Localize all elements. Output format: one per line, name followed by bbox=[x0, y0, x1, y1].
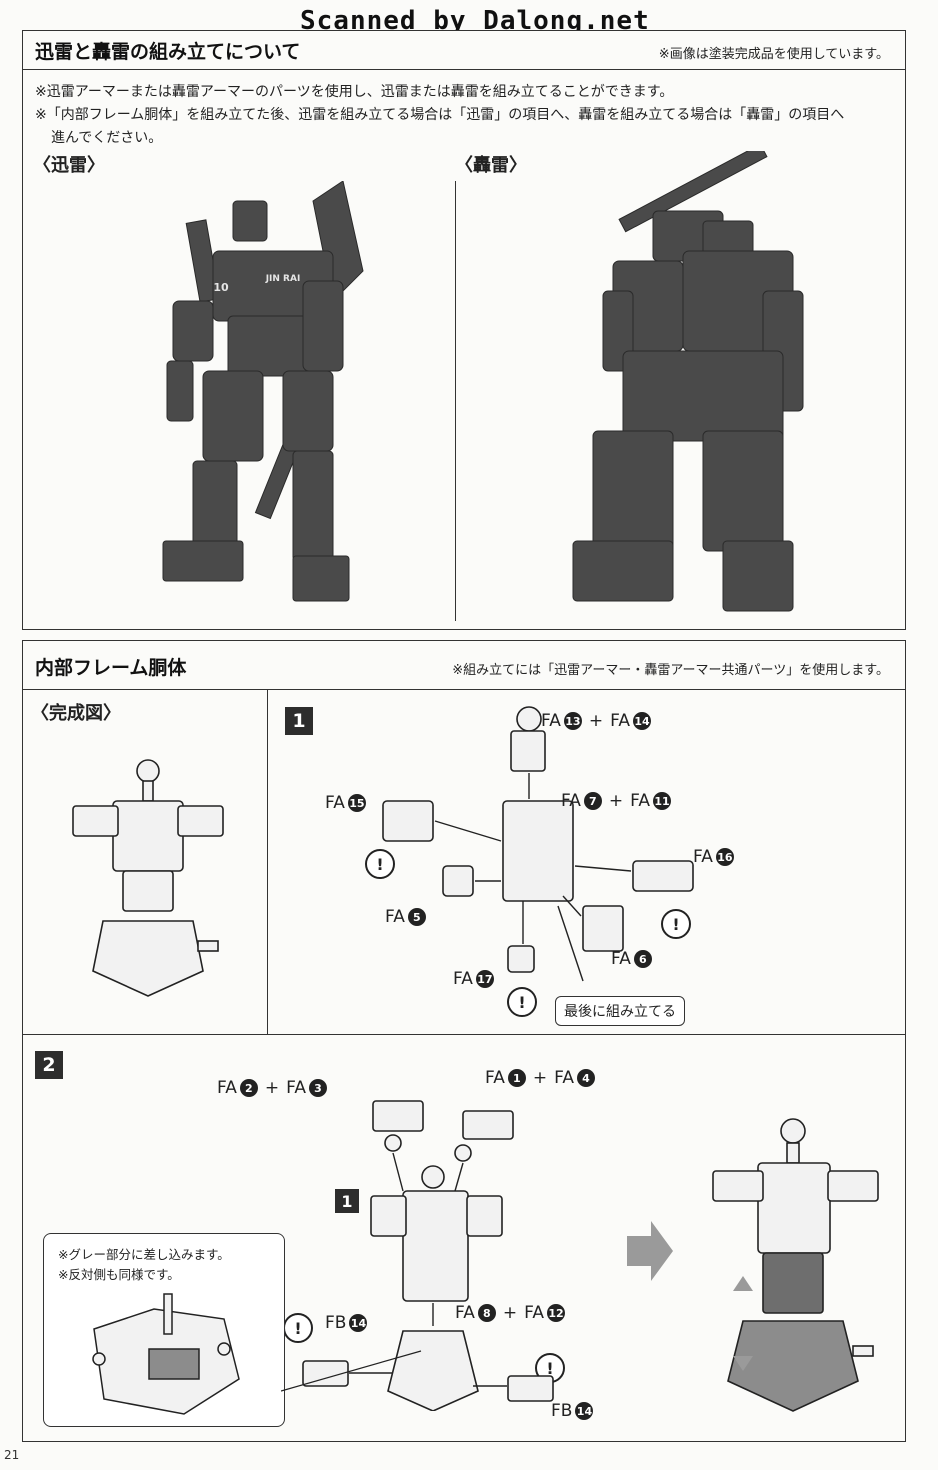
step-2-inner-step-1-badge: 1 bbox=[335, 1189, 359, 1213]
insert-note-2: ※反対側も同様です。 bbox=[58, 1267, 180, 1282]
jinrai-label: 〈迅雷〉 bbox=[33, 155, 105, 176]
part-number-badge: 11 bbox=[652, 792, 671, 810]
part-number-badge: 14 bbox=[349, 1314, 368, 1332]
result-arrow-icon bbox=[627, 1221, 673, 1281]
frame-title-divider bbox=[23, 689, 905, 690]
intro-line-3: 進んでください。 bbox=[51, 130, 163, 146]
title-divider bbox=[23, 69, 905, 70]
part-number-badge: 12 bbox=[546, 1304, 565, 1322]
part-number-badge: 14 bbox=[632, 712, 651, 730]
intro-line-2: ※「内部フレーム胴体」を組み立てた後、迅雷を組み立てる場合は「迅雷」の項目へ、轟… bbox=[35, 107, 845, 123]
step-1-badge: 1 bbox=[285, 707, 313, 735]
warning-icon: ! bbox=[365, 849, 395, 879]
part-number-badge: 3 bbox=[308, 1079, 327, 1097]
warning-icon: ! bbox=[661, 909, 691, 939]
assemble-last-callout: 最後に組み立てる bbox=[555, 996, 685, 1026]
section-title: 迅雷と轟雷の組み立てについて bbox=[35, 41, 301, 63]
jinrai-armor-marking: JIN RAI bbox=[265, 274, 301, 284]
center-divider bbox=[455, 181, 456, 621]
detail-callout-line bbox=[281, 1350, 422, 1392]
intro-line-1: ※迅雷アーマーまたは轟雷アーマーのパーツを使用し、迅雷または轟雷を組み立てること… bbox=[35, 84, 674, 100]
complete-view-label: 〈完成図〉 bbox=[31, 703, 121, 724]
part-number-badge: 1 bbox=[507, 1069, 526, 1087]
part-number-badge: 6 bbox=[633, 950, 652, 968]
part-number-badge: 2 bbox=[239, 1079, 258, 1097]
step1-right-divider bbox=[905, 689, 906, 1034]
part-number-badge: 4 bbox=[576, 1069, 595, 1087]
gourai-figure-image bbox=[572, 151, 804, 612]
inner-frame-torso-section: 内部フレーム胴体 ※組み立てには「迅雷アーマー・轟雷アーマー共通パーツ」を使用し… bbox=[22, 640, 906, 1442]
part-number-badge: 13 bbox=[563, 712, 582, 730]
complete-view-image bbox=[72, 759, 224, 997]
section-note: ※画像は塗装完成品を使用しています。 bbox=[658, 47, 889, 62]
section-title-frame: 内部フレーム胴体 bbox=[35, 657, 187, 679]
part-number-badge: 7 bbox=[583, 792, 602, 810]
part-number-badge: 15 bbox=[347, 794, 366, 812]
insert-detail-image bbox=[92, 1293, 240, 1415]
warning-icon: ! bbox=[283, 1313, 313, 1343]
warning-icon: ! bbox=[507, 987, 537, 1017]
jinrai-gourai-section: 迅雷と轟雷の組み立てについて ※画像は塗装完成品を使用しています。 ※迅雷アーマ… bbox=[22, 30, 906, 630]
insert-detail-box: ※グレー部分に差し込みます。 ※反対側も同様です。 bbox=[43, 1233, 285, 1427]
insert-note-1: ※グレー部分に差し込みます。 bbox=[58, 1247, 230, 1262]
gourai-label: 〈轟雷〉 bbox=[455, 155, 527, 176]
part-number-badge: 16 bbox=[715, 848, 734, 866]
step-1-diagram bbox=[382, 706, 694, 982]
step-2-result-image bbox=[712, 1118, 879, 1412]
step-2-badge: 2 bbox=[35, 1051, 63, 1079]
step-2-diagram bbox=[302, 1100, 554, 1411]
jinrai-armor-number: 10 bbox=[213, 281, 229, 294]
part-number-badge: 14 bbox=[575, 1402, 594, 1420]
section-note-frame: ※組み立てには「迅雷アーマー・轟雷アーマー共通パーツ」を使用します。 bbox=[452, 663, 889, 678]
part-number-badge: 5 bbox=[407, 908, 426, 926]
part-number-badge: 17 bbox=[475, 970, 494, 988]
part-number-badge: 8 bbox=[477, 1304, 496, 1322]
step1-left-divider bbox=[267, 689, 268, 1034]
step1-bottom-divider bbox=[23, 1034, 905, 1035]
jinrai-figure-image: JIN RAI 10 bbox=[162, 181, 364, 602]
page-number: 21 bbox=[4, 1448, 20, 1462]
